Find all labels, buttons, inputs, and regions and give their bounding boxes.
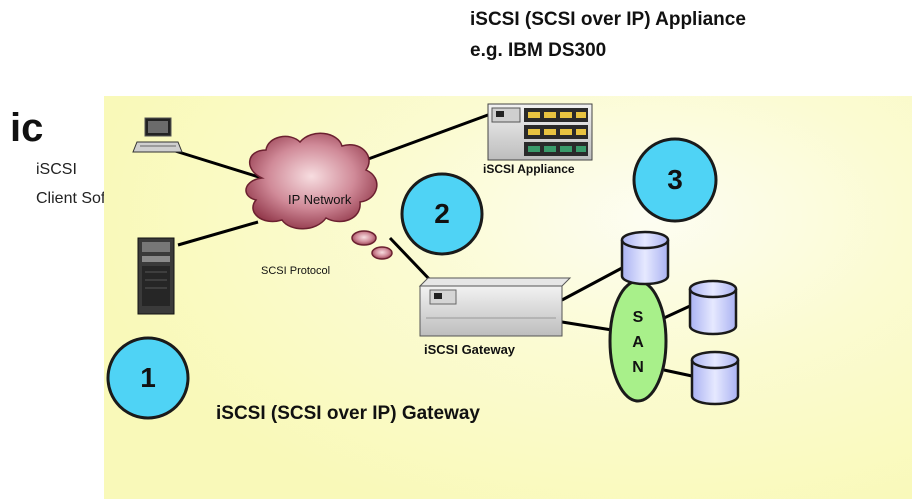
badge-1-number: 1 [140, 362, 156, 393]
ip-network-cloud [245, 132, 393, 260]
gateway-link [388, 236, 434, 284]
appliance-label: iSCSI Appliance [483, 162, 575, 176]
san-letter-a: A [632, 334, 644, 351]
badge-1 [106, 336, 190, 420]
appliance-example: e.g. IBM DS300 [470, 40, 607, 61]
san-disk3-link [663, 368, 693, 378]
laptop-link [171, 148, 263, 180]
connection-lines [171, 110, 693, 378]
disk-2 [688, 279, 738, 336]
san-letter-s: S [632, 309, 644, 326]
appliance-link [351, 110, 497, 167]
scsi-protocol-label: SCSI Protocol [261, 265, 331, 277]
badge-2 [400, 172, 484, 256]
partial-heading: ic [10, 106, 44, 150]
server-link [177, 220, 259, 247]
server-tower-icon [137, 237, 175, 315]
gateway-box-icon [418, 277, 572, 337]
gateway-disk-link [561, 266, 623, 302]
disk-cylinders [620, 230, 740, 406]
disk-1 [620, 230, 670, 286]
laptop-icon [132, 117, 183, 153]
gateway-label: iSCSI Gateway [424, 342, 516, 357]
badge-3 [632, 137, 718, 223]
ip-network-label: IP Network [288, 192, 352, 207]
badge-2-number: 2 [434, 198, 450, 229]
disk-3 [690, 350, 740, 406]
appliance-rack-icon [487, 103, 593, 161]
san-letter-n: N [632, 359, 644, 376]
client-label-line1: iSCSI [36, 161, 77, 178]
badge-3-number: 3 [667, 164, 683, 195]
badge-circles [106, 137, 718, 420]
appliance-title: iSCSI (SCSI over IP) Appliance [470, 9, 746, 30]
san-disk2-link [663, 304, 691, 320]
gateway-caption: iSCSI (SCSI over IP) Gateway [216, 403, 480, 424]
gateway-san-link [561, 320, 613, 332]
